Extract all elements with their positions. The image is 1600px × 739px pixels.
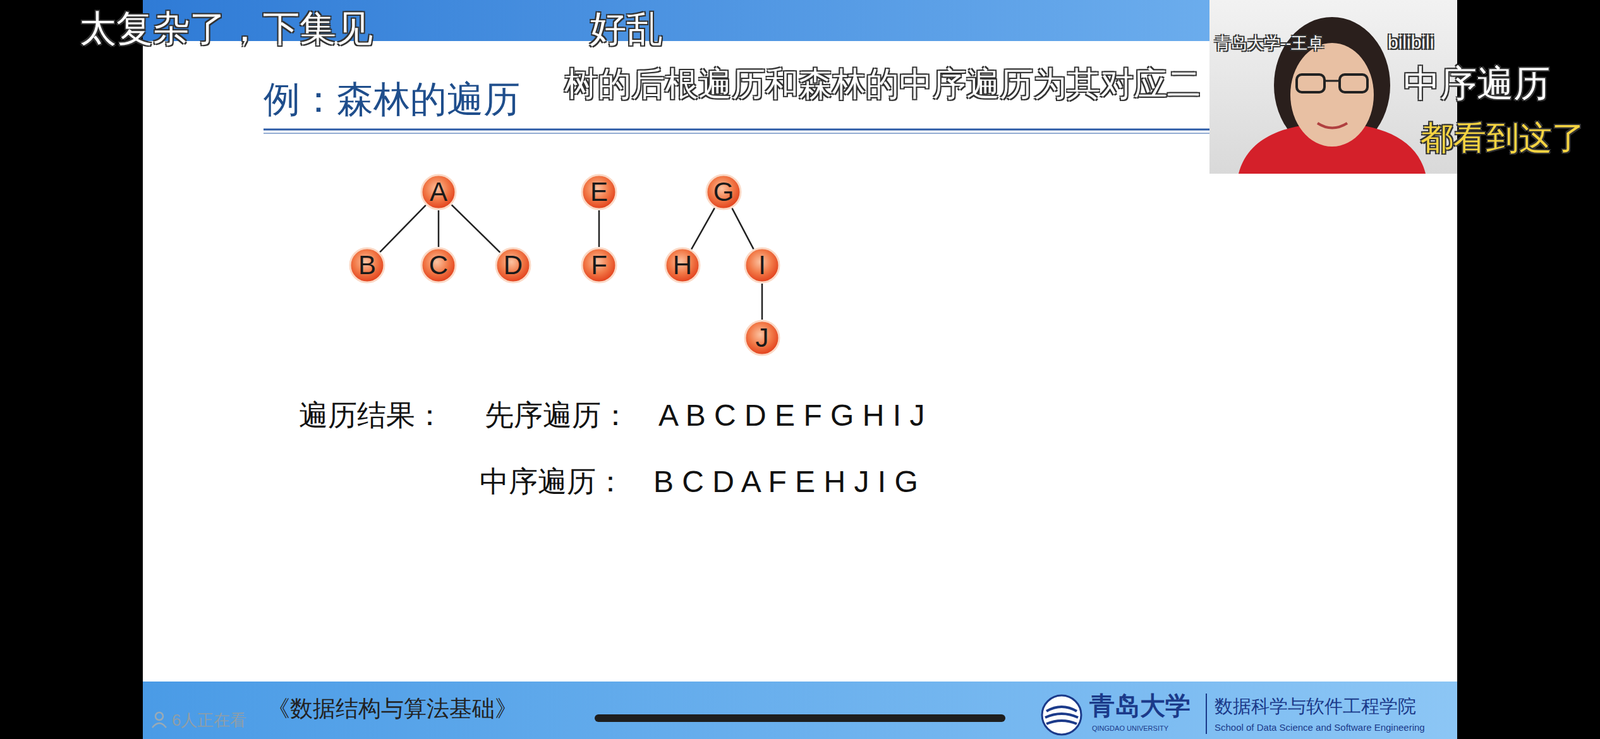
tree-node: G bbox=[705, 173, 742, 211]
node-letter: C bbox=[429, 252, 449, 279]
tree-node: F bbox=[580, 247, 618, 284]
tree-edge bbox=[598, 210, 601, 248]
slide-title: 例：森林的遍历 bbox=[263, 80, 521, 118]
danmaku-comment: 树的后根遍历和森林的中序遍历为其对应二 bbox=[564, 66, 1201, 101]
traversal-sequence: A B C D E F G H I J bbox=[658, 400, 925, 431]
tree-edge bbox=[761, 283, 764, 320]
university-name: 青岛大学 bbox=[1089, 693, 1191, 720]
title-rule bbox=[263, 133, 1210, 134]
node-circle bbox=[496, 248, 531, 283]
node-circle bbox=[745, 321, 780, 356]
university-logo bbox=[1042, 695, 1082, 735]
university-name-en: QINGDAO UNIVERSITY bbox=[1091, 725, 1169, 733]
node-circle bbox=[706, 175, 741, 210]
tree-node: B bbox=[348, 247, 386, 284]
node-circle bbox=[581, 175, 617, 210]
watermark: bilibili bbox=[1387, 32, 1434, 52]
bottom-bar bbox=[142, 681, 1458, 739]
tree-edge bbox=[379, 205, 426, 253]
node-circle bbox=[665, 248, 700, 283]
tree-edge bbox=[437, 210, 440, 248]
tree-node: J bbox=[743, 319, 781, 357]
traversal-sequence: B C D A F E H J I G bbox=[653, 466, 919, 498]
node-letter: G bbox=[713, 178, 735, 206]
tree-node: H bbox=[664, 247, 701, 284]
tree-node: I bbox=[743, 247, 781, 284]
divider bbox=[1205, 693, 1207, 735]
viewer-icon bbox=[152, 712, 167, 728]
danmaku-comment: 中序遍历 bbox=[1403, 65, 1551, 102]
school-name: 数据科学与软件工程学院 bbox=[1214, 697, 1417, 716]
title-rule bbox=[263, 128, 1210, 131]
result-heading: 遍历结果： bbox=[298, 400, 445, 430]
node-letter: A bbox=[429, 178, 448, 206]
tree-edge bbox=[731, 208, 754, 250]
node-circle bbox=[421, 248, 456, 283]
school-name-en: School of Data Science and Software Engi… bbox=[1214, 722, 1425, 733]
danmaku-comment: 好乱 bbox=[589, 10, 663, 47]
node-letter: J bbox=[755, 324, 770, 352]
tree-node: E bbox=[580, 173, 618, 211]
node-circle bbox=[421, 175, 456, 210]
traversal-name: 先序遍历： bbox=[484, 400, 631, 430]
node-letter: I bbox=[758, 252, 766, 279]
node-letter: H bbox=[672, 252, 692, 279]
node-letter: B bbox=[358, 252, 376, 279]
viewer-count: 6人正在看 bbox=[171, 712, 247, 729]
danmaku-comment: 都看到这了 bbox=[1420, 121, 1585, 155]
slide bbox=[142, 0, 1458, 739]
node-letter: E bbox=[590, 178, 608, 206]
traversal-name: 中序遍历： bbox=[479, 466, 625, 497]
progress-bar bbox=[594, 714, 1006, 723]
tree-edge bbox=[451, 204, 501, 253]
node-circle bbox=[581, 248, 617, 283]
tree-edge bbox=[691, 207, 715, 249]
tree-node: C bbox=[420, 247, 457, 284]
tree-node: D bbox=[494, 247, 532, 284]
node-circle bbox=[745, 248, 780, 283]
watermark: 青岛大学--王卓 bbox=[1214, 34, 1324, 52]
node-circle bbox=[350, 248, 385, 283]
tree-node: A bbox=[420, 173, 457, 211]
node-letter: D bbox=[503, 252, 523, 279]
danmaku-comment: 太复杂了，下集见 bbox=[79, 10, 373, 47]
course-name: 《数据结构与算法基础》 bbox=[267, 697, 518, 721]
node-letter: F bbox=[590, 252, 608, 279]
